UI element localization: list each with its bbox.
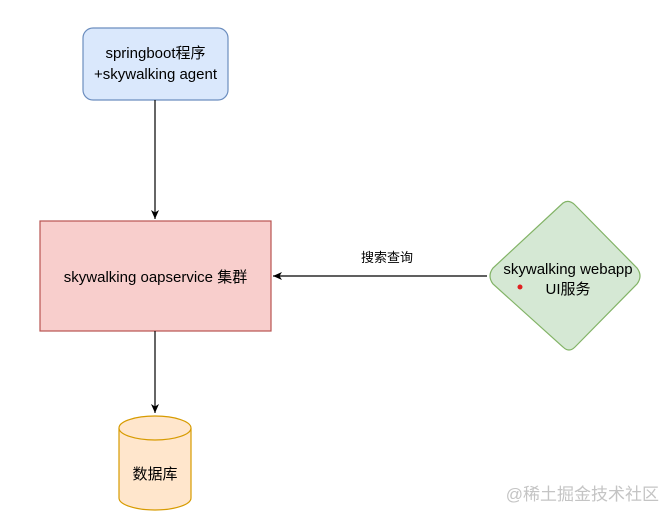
app-node-box <box>82 27 229 101</box>
db-cylinder-body <box>118 428 192 511</box>
db-cylinder-top <box>118 415 192 441</box>
webapp-node: skywalking webapp UI服务 <box>489 200 641 351</box>
app-node-line1: springboot程序 <box>105 45 205 62</box>
webapp-node-line2: UI服务 <box>545 281 590 298</box>
app-node-line2: +skywalking agent <box>94 66 218 83</box>
red-dot-marker <box>517 284 523 290</box>
webapp-node-diamond <box>489 200 641 351</box>
db-node-label: 数据库 <box>132 466 177 483</box>
oapservice-node: skywalking oapservice 集群 <box>39 220 272 332</box>
webapp-node-line1: skywalking webapp <box>503 261 632 278</box>
watermark-text: @稀土掘金技术社区 <box>506 485 659 504</box>
database-node: 数据库 <box>118 415 192 511</box>
edge-query-label: 搜索查询 <box>361 250 413 265</box>
oap-node-label: skywalking oapservice 集群 <box>64 269 247 286</box>
springboot-app-node: springboot程序 +skywalking agent <box>82 27 229 101</box>
